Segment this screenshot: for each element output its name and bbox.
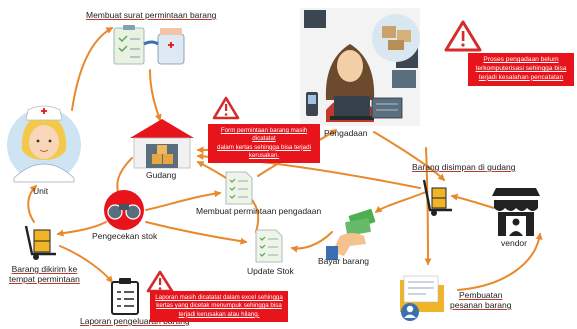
arrow-pengadaan-to-vendor — [373, 131, 446, 182]
label-barang-dikirim: Barang dikirim ke tempat permintaan — [9, 264, 80, 284]
arrow-pengadaan-to-pesanan — [424, 147, 432, 266]
pengadaan-icon — [300, 8, 420, 126]
warning-icon — [146, 270, 174, 293]
warning-icon — [444, 20, 482, 52]
unit-nurse-icon — [7, 105, 81, 183]
warning-icon — [212, 96, 240, 120]
arrow-pesanan-to-vendor — [457, 232, 543, 291]
surat-permintaan-icon — [113, 25, 185, 65]
arrow-cek-to-update — [145, 221, 248, 245]
label-pengadaan: Pengadaan — [324, 128, 368, 138]
arrow-surat-to-gudang — [149, 69, 162, 122]
label-surat-permintaan: Membuat surat permintaan barang — [86, 10, 217, 20]
arrow-dikirim-to-laporan — [59, 245, 113, 284]
label-unit: Unit — [33, 186, 49, 196]
arrow-vendor-to-bayar — [374, 191, 427, 213]
label-vendor: vendor — [501, 238, 527, 248]
arrow-cek-to-dikirim — [56, 221, 107, 237]
note-laporan-excel: Laporan masih dicatatat dalam excel sehi… — [150, 291, 288, 323]
label-bayar-barang: Bayar barang — [318, 256, 370, 266]
pembuatan-pesanan-icon — [400, 275, 444, 321]
vendor-icon — [492, 188, 540, 236]
bayar-barang-icon — [326, 208, 376, 260]
label-laporan-pengeluaran: Laporan pengeluaran barang — [80, 316, 190, 326]
barang-disimpan-icon — [422, 179, 452, 216]
update-stok-icon — [255, 229, 283, 263]
gudang-icon — [130, 119, 194, 169]
label-barang-disimpan: Barang disimpan di gudang — [412, 162, 516, 172]
arrow-cek-to-permintaan — [145, 190, 222, 211]
pengecekan-stok-icon — [104, 190, 144, 230]
label-gudang: Gudang — [146, 170, 177, 180]
arrow-bayar-to-update — [290, 231, 333, 253]
label-update-stok: Update Stok — [247, 266, 294, 276]
label-permintaan-pengadaan: Membuat permintaan pengadaan — [196, 206, 322, 216]
note-proses-pengadaan: Proses pengadaan belum terkomputerisasi … — [468, 53, 574, 86]
label-pembuatan-pesanan: Pembuatan pesanan barang — [450, 290, 512, 310]
note-form-permintaan: Form permintaan barang masih dicatatat d… — [208, 124, 320, 164]
permintaan-pengadaan-icon — [225, 171, 253, 205]
laporan-pengeluaran-icon — [111, 278, 139, 315]
arrow-unit-to-surat — [71, 27, 114, 111]
arrow-dikirim-to-unit — [27, 184, 38, 223]
arrow-vendor-to-disimpan — [450, 193, 495, 209]
label-pengecekan-stok: Pengecekan stok — [92, 231, 158, 241]
barang-dikirim-icon — [24, 225, 56, 260]
